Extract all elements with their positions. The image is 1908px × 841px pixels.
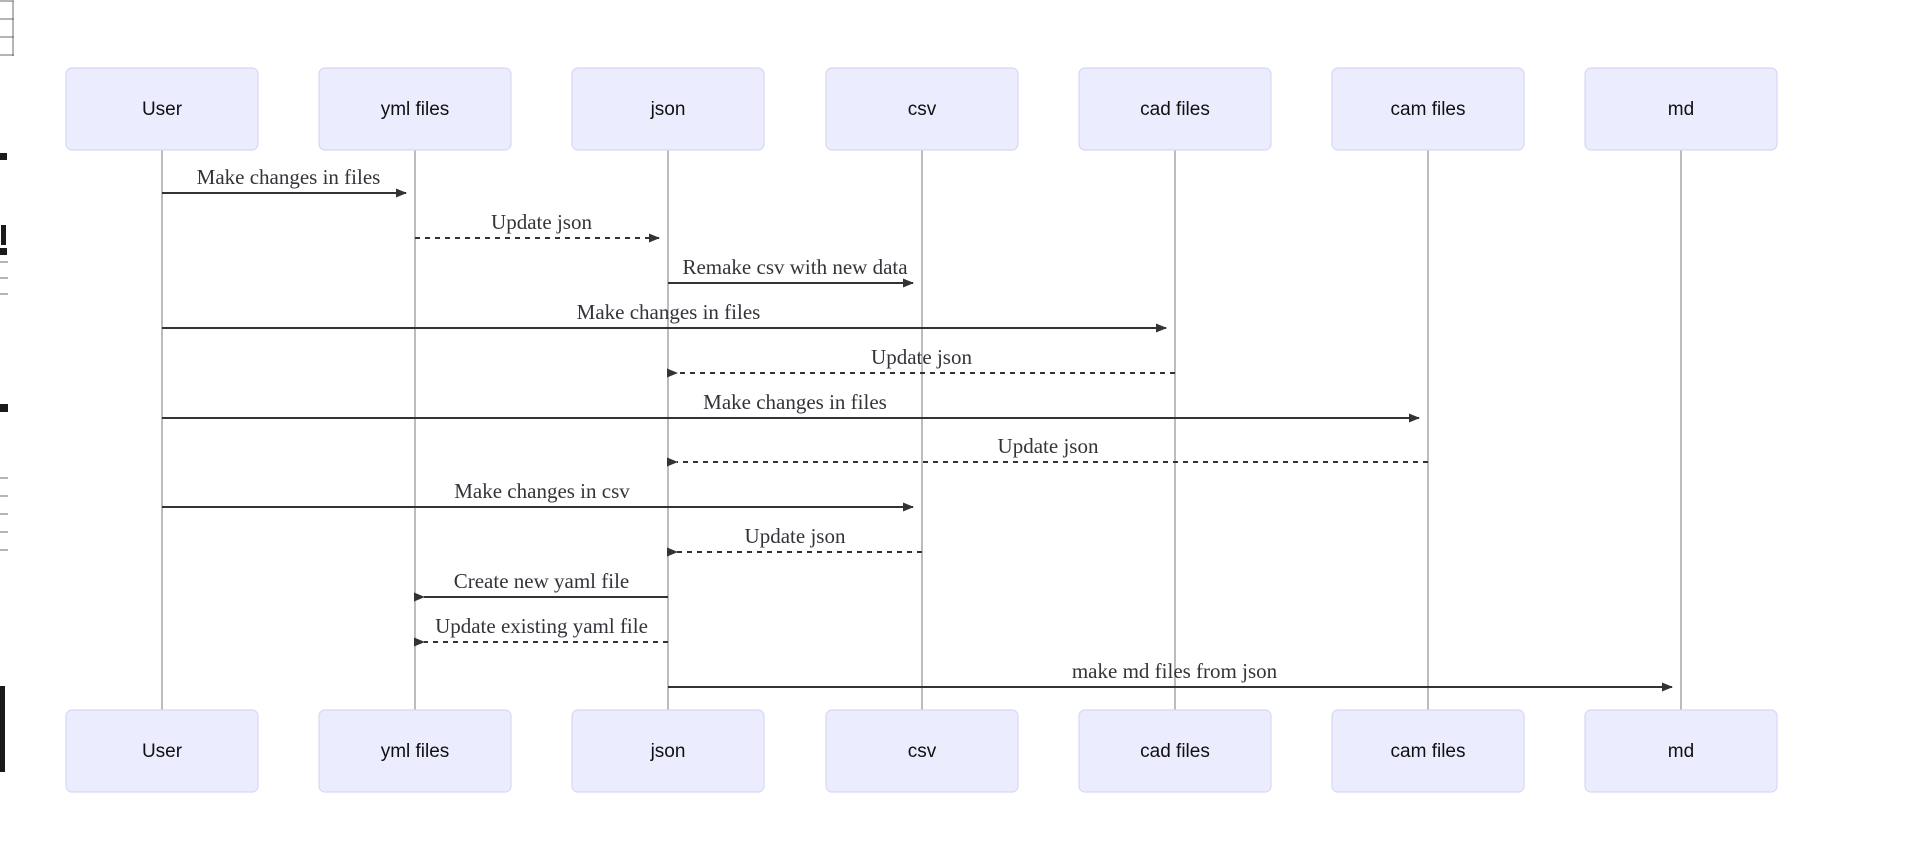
message-label: Make changes in csv [454,479,630,503]
message-label: Update existing yaml file [435,614,648,638]
message-2-yml-to-json[interactable]: Update json [415,210,660,243]
participant-box[interactable] [571,67,765,151]
participant-label-cad: cad files [1140,99,1210,120]
message-9-csv-to-json[interactable]: Update json [667,524,922,557]
participant-top-cam[interactable]: cam files [1331,67,1525,151]
participant-label-md: md [1668,99,1694,120]
message-11-json-to-yml[interactable]: Update existing yaml file [414,614,668,647]
message-6-user-to-cam[interactable]: Make changes in files [162,390,1420,423]
participant-label-cam: cam files [1391,99,1466,120]
participant-bottom-csv[interactable]: csv [825,709,1019,793]
participant-bottom-yml[interactable]: yml files [318,709,512,793]
participant-label-user: User [142,741,183,762]
lifelines-layer [161,150,1682,710]
message-5-cad-to-json[interactable]: Update json [667,345,1175,378]
message-label: make md files from json [1072,659,1278,683]
message-label: Update json [998,434,1099,458]
participant-label-cad: cad files [1140,741,1210,762]
message-7-cam-to-json[interactable]: Update json [667,434,1428,467]
message-12-json-to-md[interactable]: make md files from json [668,659,1673,692]
participant-top-md[interactable]: md [1584,67,1778,151]
message-label: Make changes in files [197,165,381,189]
message-3-json-to-csv[interactable]: Remake csv with new data [668,255,914,288]
participant-bottom-cam[interactable]: cam files [1331,709,1525,793]
message-1-user-to-yml[interactable]: Make changes in files [162,165,407,198]
participant-top-csv[interactable]: csv [825,67,1019,151]
left-edge-artifacts [0,0,14,772]
participant-box[interactable] [1584,709,1778,793]
participant-label-json: json [650,741,686,762]
participant-label-csv: csv [908,99,937,120]
participant-box[interactable] [318,67,512,151]
participant-top-cad[interactable]: cad files [1078,67,1272,151]
participant-box[interactable] [1584,67,1778,151]
participant-box[interactable] [318,709,512,793]
participant-label-user: User [142,99,183,120]
participant-box[interactable] [1331,67,1525,151]
participant-box[interactable] [65,709,259,793]
participant-box[interactable] [571,709,765,793]
message-label: Update json [745,524,846,548]
participant-top-json[interactable]: json [571,67,765,151]
participant-bottom-cad[interactable]: cad files [1078,709,1272,793]
participant-box[interactable] [825,67,1019,151]
message-label: Make changes in files [703,390,887,414]
participants-top-layer: User yml files json csv cad files cam files md [65,67,1778,151]
participant-bottom-user[interactable]: User [65,709,259,793]
participant-box[interactable] [1078,67,1272,151]
participant-label-cam: cam files [1391,741,1466,762]
participant-bottom-md[interactable]: md [1584,709,1778,793]
participant-bottom-json[interactable]: json [571,709,765,793]
message-10-json-to-yml[interactable]: Create new yaml file [414,569,668,602]
participant-label-json: json [650,99,686,120]
message-label: Update json [491,210,592,234]
participants-bottom-layer: User yml files json csv cad files cam files md [65,709,1778,793]
participant-box[interactable] [825,709,1019,793]
participant-label-yml: yml files [381,99,450,120]
participant-label-csv: csv [908,741,937,762]
message-4-user-to-cad[interactable]: Make changes in files [162,300,1167,333]
participant-label-md: md [1668,741,1694,762]
participant-label-yml: yml files [381,741,450,762]
message-label: Remake csv with new data [682,255,908,279]
participant-box[interactable] [1078,709,1272,793]
participant-box[interactable] [1331,709,1525,793]
message-label: Update json [871,345,972,369]
participant-top-yml[interactable]: yml files [318,67,512,151]
participant-top-user[interactable]: User [65,67,259,151]
message-8-user-to-csv[interactable]: Make changes in csv [162,479,914,512]
message-label: Create new yaml file [454,569,630,593]
message-label: Make changes in files [577,300,761,324]
participant-box[interactable] [65,67,259,151]
